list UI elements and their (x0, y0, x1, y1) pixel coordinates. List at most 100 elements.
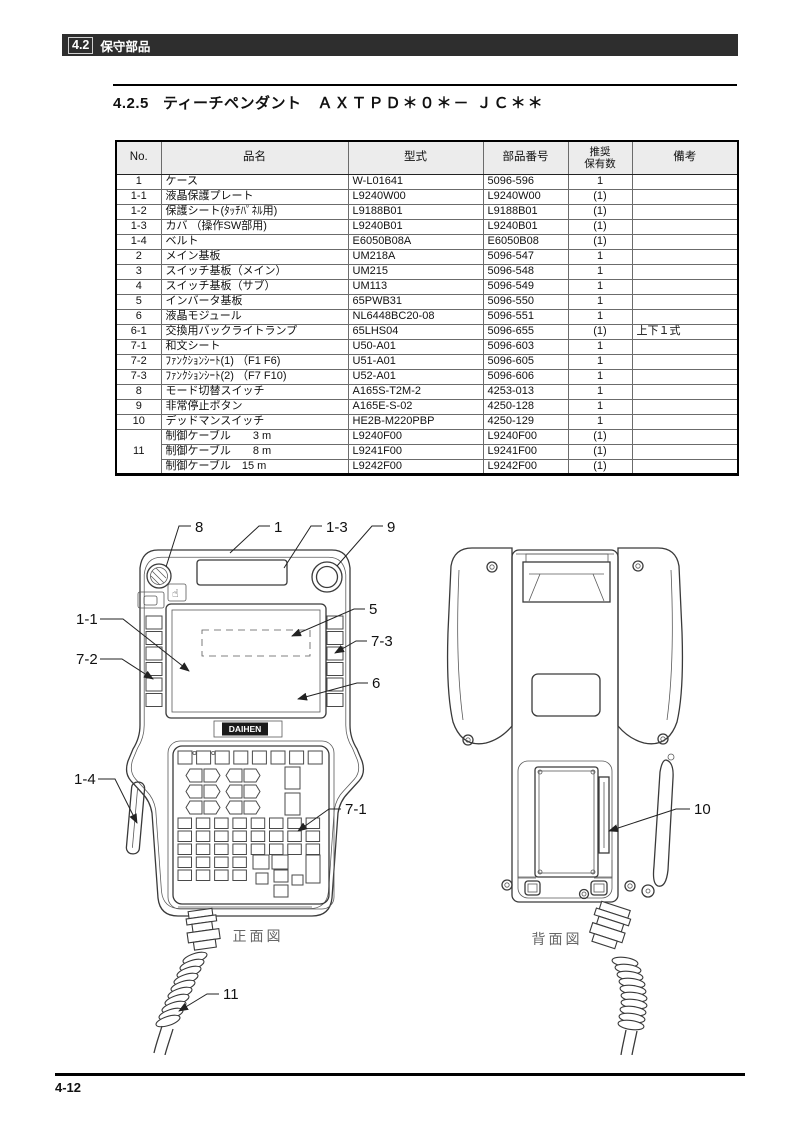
cell-remarks (631, 233, 739, 250)
svg-text:1-4: 1-4 (74, 771, 96, 788)
cell-name: 制御ケーブル 8 m (160, 443, 349, 460)
cell-part-number: 5096-603 (482, 338, 569, 355)
cell-name: スイッチ基板（サブ） (160, 278, 349, 295)
cell-name: ﾌｧﾝｸｼｮﾝｼｰﾄ(1) （F1 F6) (160, 353, 349, 370)
title-divider (113, 84, 737, 86)
cell-name: 制御ケーブル 3 m (160, 428, 349, 445)
cell-model: UM218A (347, 248, 484, 265)
svg-text:7-2: 7-2 (76, 651, 98, 668)
cell-part-number: L9188B01 (482, 203, 569, 220)
callout-5: 5 (291, 601, 377, 637)
back-cable (588, 900, 648, 1055)
mode-select-switch (146, 563, 172, 589)
svg-text:1-1: 1-1 (76, 611, 98, 628)
cell-model: L9240F00 (347, 428, 484, 445)
cell-name: カバ （操作SW部用) (160, 218, 349, 235)
svg-text:7-3: 7-3 (371, 633, 393, 650)
hand-icon: ☝ (167, 583, 187, 602)
cell-part-number: 4253-013 (482, 383, 569, 400)
svg-text:DAIHEN: DAIHEN (229, 724, 262, 734)
cell-no: 10 (115, 413, 162, 430)
cell-part-number: 5096-605 (482, 353, 569, 370)
header-no: No. (115, 140, 162, 175)
cell-remarks (631, 398, 739, 415)
callout-7-1: 7-1 (297, 801, 367, 832)
header-name: 品名 (160, 140, 349, 175)
cell-model: HE2B-M220PBP (347, 413, 484, 430)
cell-model: L9241F00 (347, 443, 484, 460)
cell-model: L9242F00 (347, 458, 484, 475)
cell-stock: 1 (567, 248, 633, 265)
cell-stock: 1 (567, 413, 633, 430)
cell-part-number: L9241F00 (482, 443, 569, 460)
svg-text:11: 11 (223, 986, 239, 1003)
back-bottom-buttons (524, 880, 608, 896)
cell-remarks (631, 218, 739, 235)
back-cable-coil (611, 956, 648, 1031)
cell-part-number: 5096-606 (482, 368, 569, 385)
cell-stock: (1) (567, 233, 633, 250)
cell-model: U50-A01 (347, 338, 484, 355)
cell-part-number: 4250-128 (482, 398, 569, 415)
cell-model: 65LHS04 (347, 323, 484, 340)
cell-no: 3 (115, 263, 162, 280)
header-remarks: 備考 (631, 140, 739, 175)
cell-stock: 1 (567, 338, 633, 355)
back-hanger (522, 553, 611, 603)
cell-name: スイッチ基板（メイン） (160, 263, 349, 280)
back-cover-plate (517, 766, 613, 879)
cell-model: U51-A01 (347, 353, 484, 370)
front-cable-coil (155, 951, 208, 1028)
cell-name: ベルト (160, 233, 349, 250)
cell-model: UM215 (347, 263, 484, 280)
cell-model: E6050B08A (347, 233, 484, 250)
callout-10: 10 (608, 801, 711, 832)
cell-name: 非常停止ボタン (160, 398, 349, 415)
cell-no: 1-1 (115, 188, 162, 205)
cell-name: ﾌｧﾝｸｼｮﾝｼｰﾄ(2) （F7 F10) (160, 368, 349, 385)
front-view: ☝ (74, 519, 395, 1055)
callout-9: 9 (336, 519, 395, 567)
footer-divider (55, 1073, 745, 1076)
subsection-name: ティーチペンダント (162, 95, 302, 112)
cell-no: 4 (115, 278, 162, 295)
header-part-number: 部品番号 (482, 140, 569, 175)
cell-name: 制御ケーブル 15 m (160, 458, 349, 475)
svg-text:6: 6 (372, 675, 380, 692)
cell-model: A165E-S-02 (347, 398, 484, 415)
cell-model: UM113 (347, 278, 484, 295)
cell-part-number: 5096-551 (482, 308, 569, 325)
left-softkeys (145, 615, 163, 707)
cell-remarks (631, 173, 739, 190)
cell-model: NL6448BC20-08 (347, 308, 484, 325)
cell-remarks (631, 353, 739, 370)
cell-remarks: 上下１式 (631, 323, 739, 340)
cell-remarks (631, 293, 739, 310)
cell-part-number: 5096-549 (482, 278, 569, 295)
cell-model: U52-A01 (347, 368, 484, 385)
cell-part-number: 5096-655 (482, 323, 569, 340)
top-cover-plate (196, 559, 288, 586)
svg-text:5: 5 (369, 601, 377, 618)
cell-remarks (631, 308, 739, 325)
section-header-title: 保守部品 (100, 39, 151, 54)
cell-part-number: L9240B01 (482, 218, 569, 235)
cell-model: L9240W00 (347, 188, 484, 205)
cell-stock: (1) (567, 323, 633, 340)
front-view-caption: 正面図 (233, 928, 284, 944)
cell-name: ケース (160, 173, 349, 190)
back-view: 背面図 10 (446, 547, 711, 1055)
